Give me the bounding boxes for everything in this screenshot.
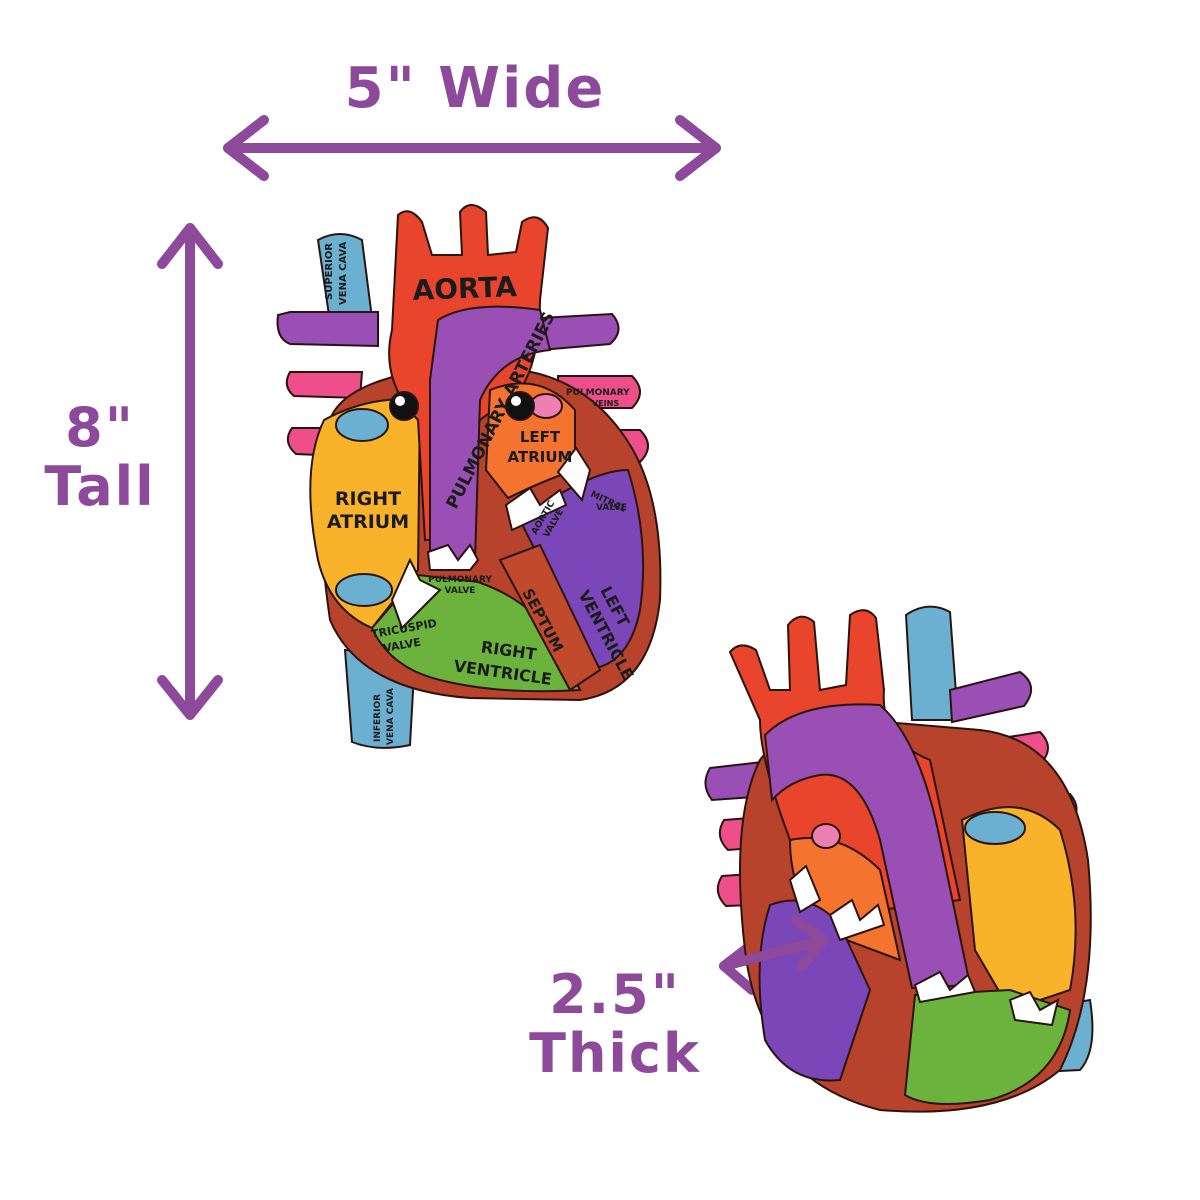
- label-tricuspid-valve-2: VALVE: [382, 636, 421, 655]
- label-pulmonary-veins-1: PULMONARY: [566, 388, 630, 398]
- angled-vein-purple-right: [948, 670, 1032, 724]
- thickness-dimension-label: 2.5" Thick: [500, 965, 730, 1084]
- thickness-arrow-overlay-icon: [719, 915, 829, 971]
- heart-angled-view: [704, 605, 1094, 1113]
- pulmonary-valve: [426, 543, 480, 571]
- label-left-atrium-1: LEFT: [520, 428, 561, 446]
- height-dimension-label: 8" Tall: [20, 398, 180, 517]
- right-atrium-lower-opening: [335, 573, 393, 607]
- label-pulmonary-valve-2: VALVE: [445, 586, 476, 596]
- label-mitral-valve-2: VALVE: [596, 503, 627, 513]
- tricuspid-valve: [390, 557, 442, 630]
- superior-vena-cava: [316, 233, 374, 324]
- label-superior-vena-cava-1: SUPERIOR: [324, 243, 335, 300]
- angled-pulmonary-artery: [763, 703, 972, 990]
- label-pulmonary-valve-1: PULMONARY: [428, 575, 492, 585]
- left-pulmonary-artery-branch: [539, 312, 620, 352]
- thickness-value: 2.5": [549, 963, 681, 1026]
- angled-mitral-valve: [788, 864, 822, 914]
- angled-tricuspid-valve: [1008, 990, 1060, 1027]
- right-pulmonary-vein-top: [276, 311, 379, 348]
- septum: [498, 543, 602, 692]
- label-right-atrium-1: RIGHT: [335, 488, 401, 510]
- pulmonary-arteries: [429, 305, 552, 561]
- label-pulmonary-veins-2: VEINS: [592, 399, 619, 408]
- heart-front-view: [276, 204, 662, 749]
- angled-pulmonary-valve: [913, 970, 977, 1004]
- height-arrow-icon: [157, 223, 223, 720]
- aortic-valve: [504, 486, 568, 532]
- width-dimension-label: 5" Wide: [344, 56, 606, 121]
- googly-eyes: [389, 391, 535, 421]
- angled-aortic-valve: [828, 898, 886, 942]
- angled-left-atrium-opening: [811, 823, 841, 849]
- angled-right-atrium: [960, 806, 1077, 1012]
- label-inferior-vena-cava-1: INFERIOR: [373, 694, 383, 742]
- angled-right-atrium-opening: [964, 811, 1026, 845]
- label-left-atrium-2: ATRIUM: [508, 448, 573, 466]
- label-aorta: AORTA: [412, 270, 518, 307]
- mitral-valve: [556, 446, 592, 503]
- height-unit: Tall: [44, 455, 156, 519]
- width-arrow-icon: [223, 115, 721, 181]
- height-value: 8": [65, 396, 135, 459]
- thickness-unit: Thick: [529, 1022, 701, 1086]
- label-inferior-vena-cava-2: VENA CAVA: [386, 688, 396, 745]
- label-right-atrium-2: ATRIUM: [327, 511, 409, 533]
- label-superior-vena-cava-2: VENA CAVA: [338, 241, 349, 305]
- right-atrium: [309, 398, 422, 630]
- right-atrium-opening: [335, 408, 389, 442]
